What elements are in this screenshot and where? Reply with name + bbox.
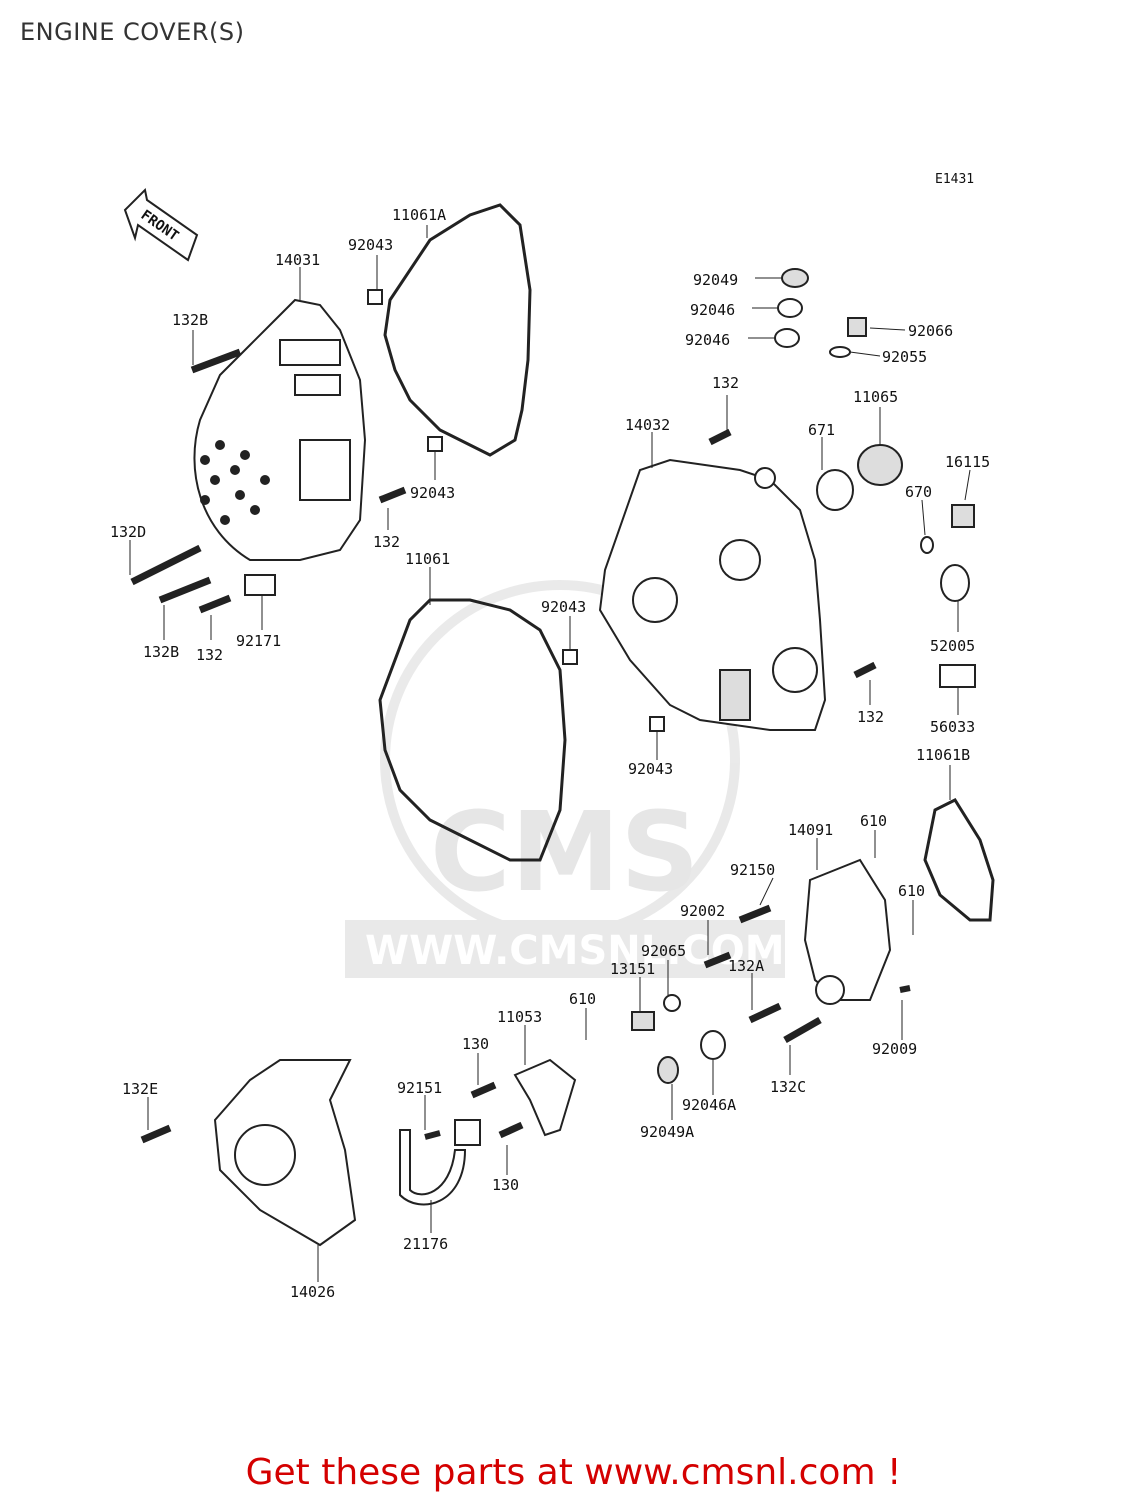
callout-92043: 92043 <box>541 598 586 616</box>
callout-132A: 132A <box>728 957 764 975</box>
callout-92049: 92049 <box>693 271 738 289</box>
callout-21176: 21176 <box>403 1235 448 1253</box>
dowel-92043-b <box>427 436 443 452</box>
dowel-92043-c <box>562 649 578 665</box>
callout-16115: 16115 <box>945 453 990 471</box>
callout-92055: 92055 <box>882 348 927 366</box>
callout-52005: 52005 <box>930 637 975 655</box>
callout-92043: 92043 <box>628 760 673 778</box>
callout-11065: 11065 <box>853 388 898 406</box>
bolts-left <box>130 348 407 614</box>
callout-92171: 92171 <box>236 632 281 650</box>
callout-132E: 132E <box>122 1080 158 1098</box>
callout-14091: 14091 <box>788 821 833 839</box>
callout-610: 610 <box>860 812 887 830</box>
parts-bottom-center <box>399 1058 577 1206</box>
leader-lines <box>129 225 971 1282</box>
dowel-92043-d <box>649 716 665 732</box>
callout-670: 670 <box>905 483 932 501</box>
callout-14032: 14032 <box>625 416 670 434</box>
callout-14031: 14031 <box>275 251 320 269</box>
promo-link[interactable]: Get these parts at www.cmsnl.com ! <box>245 1452 902 1493</box>
callout-671: 671 <box>808 421 835 439</box>
callout-132C: 132C <box>770 1078 806 1096</box>
callout-92046: 92046 <box>685 331 730 349</box>
gasket-11061 <box>378 598 567 862</box>
callout-132: 132 <box>373 533 400 551</box>
parts-diagram: CMS WWW.CMSNL.COM E1431 FRONT <box>110 172 995 1301</box>
callout-132D: 132D <box>110 523 146 541</box>
callout-92049A: 92049A <box>640 1123 694 1141</box>
callout-610: 610 <box>569 990 596 1008</box>
callout-14026: 14026 <box>290 1283 335 1301</box>
diagram-code: E1431 <box>935 172 974 187</box>
callout-132B: 132B <box>143 643 179 661</box>
callout-11061B: 11061B <box>916 746 970 764</box>
callout-11053: 11053 <box>497 1008 542 1026</box>
watermark-url: WWW.CMSNL.COM <box>365 928 785 974</box>
callout-labels: 11061A 92043 14031 132B 92043 132 132D 1… <box>110 206 990 1301</box>
seals-top <box>708 268 867 446</box>
watermark-logo: CMS <box>430 788 699 916</box>
parts-right <box>816 444 976 688</box>
callout-92065: 92065 <box>641 942 686 960</box>
callout-92150: 92150 <box>730 861 775 879</box>
dowel-92043-a <box>367 289 383 305</box>
callout-132: 132 <box>196 646 223 664</box>
gasket-11061A <box>383 203 532 457</box>
pump-cover-14091 <box>631 858 911 1084</box>
callout-56033: 56033 <box>930 718 975 736</box>
callout-92043: 92043 <box>348 236 393 254</box>
callout-11061: 11061 <box>405 550 450 568</box>
engine-cover-14032 <box>598 458 827 731</box>
front-arrow-icon: FRONT <box>123 187 199 262</box>
sprocket-cover-14026 <box>140 1059 357 1247</box>
callout-130: 130 <box>492 1176 519 1194</box>
callout-92009: 92009 <box>872 1040 917 1058</box>
watermark: CMS WWW.CMSNL.COM <box>345 580 785 978</box>
callout-92046A: 92046A <box>682 1096 736 1114</box>
callout-610: 610 <box>898 882 925 900</box>
callout-11061A: 11061A <box>392 206 446 224</box>
callout-13151: 13151 <box>610 960 655 978</box>
engine-cover-14031 <box>193 298 367 561</box>
callout-92046: 92046 <box>690 301 735 319</box>
callout-92002: 92002 <box>680 902 725 920</box>
page-title: ENGINE COVER(S) <box>20 18 245 46</box>
callout-132: 132 <box>712 374 739 392</box>
callout-92151: 92151 <box>397 1079 442 1097</box>
callout-130: 130 <box>462 1035 489 1053</box>
callout-92066: 92066 <box>908 322 953 340</box>
callout-132: 132 <box>857 708 884 726</box>
callout-92043: 92043 <box>410 484 455 502</box>
callout-132B: 132B <box>172 311 208 329</box>
gasket-11061B <box>923 798 995 922</box>
